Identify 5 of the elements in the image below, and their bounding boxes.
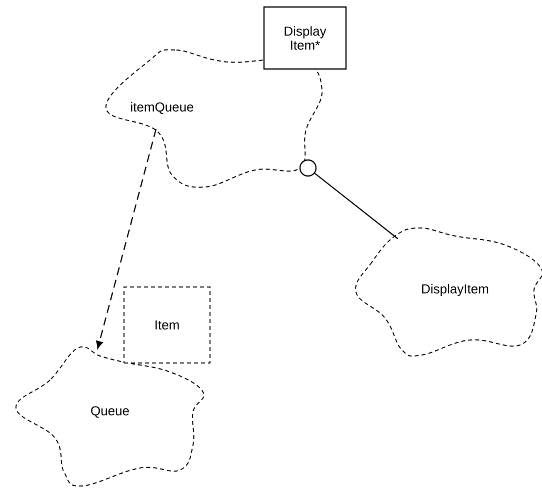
parameter-box: Item <box>124 286 210 364</box>
dashed-arrow <box>96 128 157 349</box>
template-box: Display Item* <box>263 6 347 70</box>
interface-circle <box>299 159 317 177</box>
connector-line <box>314 172 398 240</box>
